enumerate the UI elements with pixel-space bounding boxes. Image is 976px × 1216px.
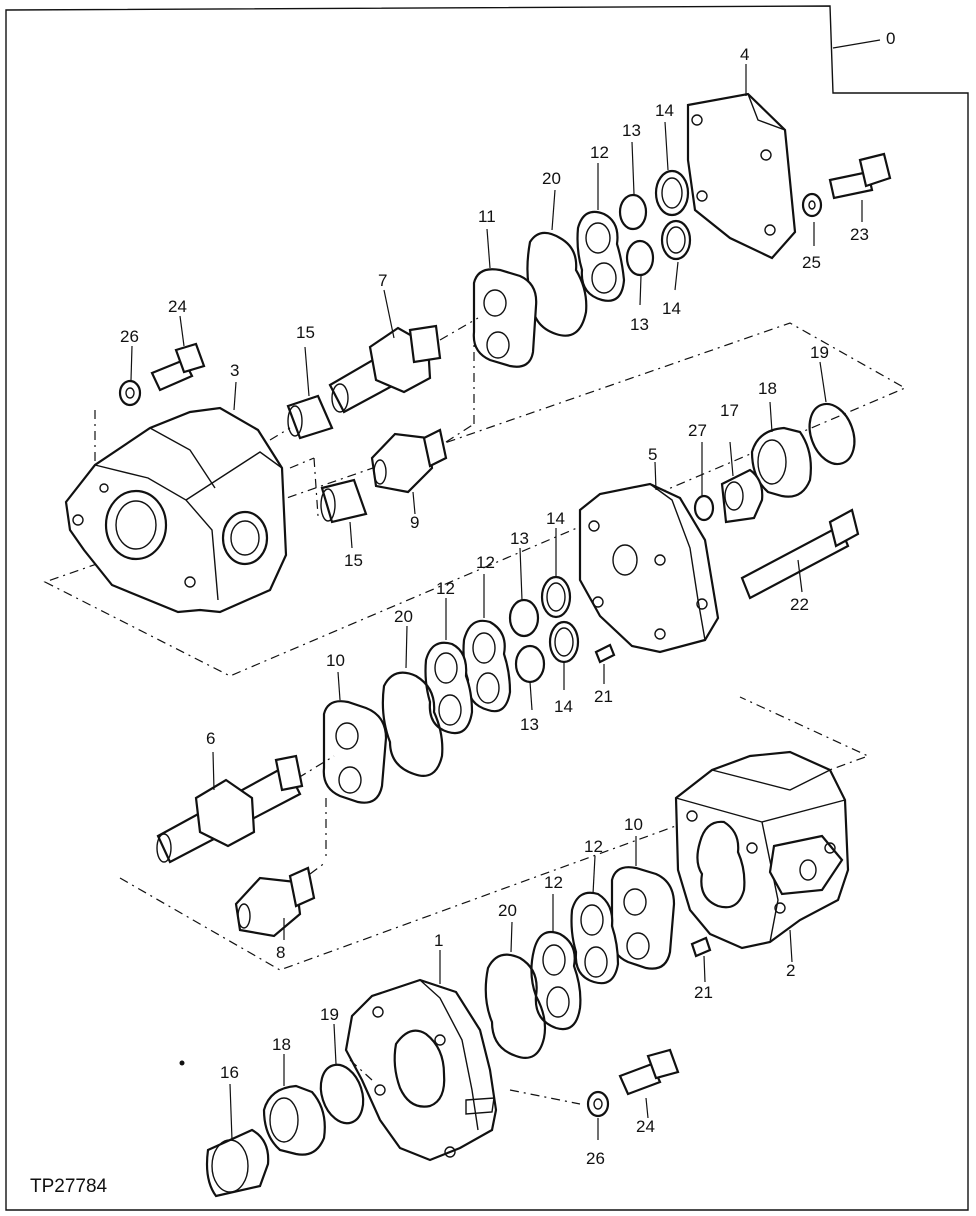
bolt-24-lower bbox=[618, 1048, 680, 1096]
callout-12a: 12 bbox=[590, 143, 609, 162]
gasket-20-lower bbox=[484, 953, 547, 1059]
seal-12-lower-a bbox=[570, 891, 620, 985]
washer-25 bbox=[801, 192, 823, 218]
sleeve-15-lower bbox=[320, 478, 368, 524]
bolt-24-upper bbox=[150, 342, 206, 392]
callout-21a: 21 bbox=[594, 687, 613, 706]
callout-24b: 24 bbox=[636, 1117, 655, 1136]
callout-12d: 12 bbox=[584, 837, 603, 856]
bushing-14-middle bbox=[540, 575, 580, 664]
callout-24a: 24 bbox=[168, 297, 187, 316]
callout-15b: 15 bbox=[344, 551, 363, 570]
dowel-pin-21-lower bbox=[690, 936, 712, 958]
callout-23: 23 bbox=[850, 225, 869, 244]
callout-4: 4 bbox=[740, 45, 749, 64]
frame-border bbox=[5, 5, 969, 1211]
drive-shaft-gear-6 bbox=[156, 754, 304, 864]
callout-11: 11 bbox=[478, 207, 496, 226]
callout-0: 0 bbox=[886, 29, 895, 48]
callout-1: 1 bbox=[434, 931, 443, 950]
callout-2: 2 bbox=[786, 961, 795, 980]
callout-20a: 20 bbox=[542, 169, 561, 188]
callout-9: 9 bbox=[410, 513, 419, 532]
seal-12-lower-b bbox=[530, 930, 582, 1031]
callout-25: 25 bbox=[802, 253, 821, 272]
callout-21b: 21 bbox=[694, 983, 713, 1002]
bearing-block-10-lower bbox=[610, 866, 676, 970]
washer-26-lower bbox=[586, 1090, 610, 1118]
callout-10a: 10 bbox=[326, 651, 345, 670]
callout-5: 5 bbox=[648, 445, 657, 464]
callout-19a: 19 bbox=[810, 343, 829, 362]
o-ring-19-upper bbox=[808, 402, 856, 466]
mounting-flange-1 bbox=[344, 978, 498, 1162]
callout-10b: 10 bbox=[624, 815, 643, 834]
figure-id: TP27784 bbox=[30, 1176, 108, 1197]
bolt-23 bbox=[828, 152, 892, 200]
callout-18a: 18 bbox=[758, 379, 777, 398]
callout-18b: 18 bbox=[272, 1035, 291, 1054]
cover-plate-4 bbox=[686, 92, 797, 260]
washer-26-upper bbox=[118, 379, 142, 407]
callout-6: 6 bbox=[206, 729, 215, 748]
callout-22: 22 bbox=[790, 595, 809, 614]
bushing-17 bbox=[720, 468, 764, 524]
bearing-block-11 bbox=[472, 268, 538, 368]
callout-7: 7 bbox=[378, 271, 387, 290]
gasket-20-middle bbox=[381, 671, 444, 777]
callout-26a: 26 bbox=[120, 327, 139, 346]
callout-13a: 13 bbox=[622, 121, 641, 140]
o-ring-13-middle bbox=[508, 598, 546, 684]
callout-12b: 12 bbox=[476, 553, 495, 572]
callout-12e: 12 bbox=[544, 873, 563, 892]
callout-8: 8 bbox=[276, 943, 285, 962]
callout-17: 17 bbox=[720, 401, 739, 420]
bushing-16 bbox=[205, 1128, 270, 1198]
callout-0-leader bbox=[832, 39, 881, 49]
callout-26b: 26 bbox=[586, 1149, 605, 1168]
snap-ring-27 bbox=[693, 494, 715, 522]
dowel-pin-21-upper bbox=[594, 643, 616, 664]
sleeve-15-upper bbox=[286, 394, 334, 440]
center-plate-5 bbox=[578, 482, 720, 654]
callout-12c: 12 bbox=[436, 579, 455, 598]
callout-19b: 19 bbox=[320, 1005, 339, 1024]
idler-gear-8 bbox=[234, 866, 316, 938]
callout-15a: 15 bbox=[296, 323, 315, 342]
drive-shaft-gear-7 bbox=[328, 324, 442, 414]
callout-14c: 14 bbox=[546, 509, 565, 528]
seal-12-middle-b bbox=[424, 641, 474, 735]
callout-14d: 14 bbox=[554, 697, 573, 716]
alignment-line-middle bbox=[119, 696, 870, 971]
callout-13b: 13 bbox=[630, 315, 649, 334]
o-ring-13-upper bbox=[618, 193, 655, 277]
callout-3: 3 bbox=[230, 361, 239, 380]
callout-13c: 13 bbox=[510, 529, 529, 548]
tie-bolt-22 bbox=[740, 508, 860, 600]
callout-13d: 13 bbox=[520, 715, 539, 734]
callout-20c: 20 bbox=[498, 901, 517, 920]
idler-gear-9 bbox=[370, 428, 448, 494]
callout-16: 16 bbox=[220, 1063, 239, 1082]
sleeve-18-lower bbox=[262, 1084, 326, 1156]
bearing-block-10-middle bbox=[322, 700, 388, 804]
callout-20b: 20 bbox=[394, 607, 413, 626]
seal-12-upper bbox=[576, 210, 626, 302]
o-ring-19-lower bbox=[319, 1063, 365, 1125]
pump-housing-3 bbox=[64, 406, 288, 614]
callout-27: 27 bbox=[688, 421, 707, 440]
callout-14a: 14 bbox=[655, 101, 674, 120]
callout-14b: 14 bbox=[662, 299, 681, 318]
speck bbox=[179, 1060, 185, 1066]
bushing-14-upper bbox=[654, 169, 692, 261]
pump-housing-2 bbox=[674, 750, 850, 950]
